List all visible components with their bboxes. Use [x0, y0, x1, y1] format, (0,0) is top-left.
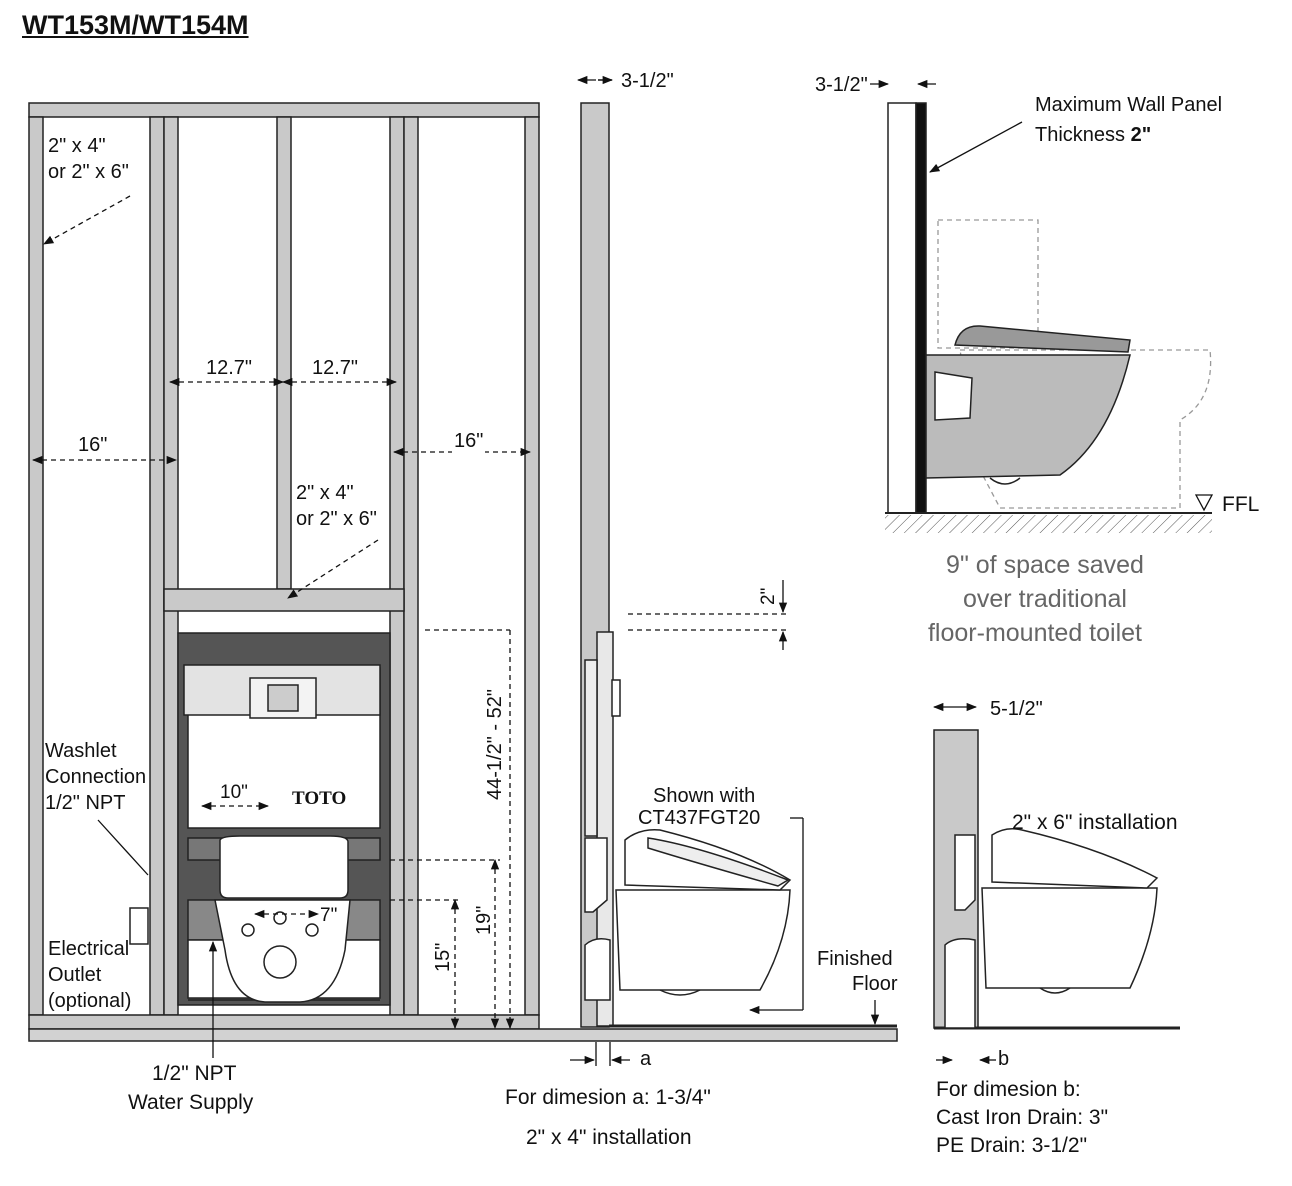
note-dimension-a: For dimesion a: 1-3/4" — [505, 1086, 711, 1109]
dim-a-label: a — [640, 1048, 652, 1070]
note-b-line-1: For dimesion b: — [936, 1078, 1081, 1101]
side-toilet — [615, 828, 792, 996]
outlet-label-2: Outlet — [48, 964, 102, 986]
outlet-label-3: (optional) — [48, 990, 132, 1012]
dim-10: 10" — [220, 782, 248, 803]
dim-12-7-left: 12.7" — [204, 357, 255, 380]
max-panel-label-2: Thickness 2" — [1035, 124, 1151, 147]
finished-floor-label-1: Finished — [817, 948, 893, 970]
dim-19: 19" — [473, 905, 495, 935]
six-toilet — [944, 828, 1159, 1029]
stud-size-alt-label: or 2" x 6" — [48, 161, 129, 183]
wall-frame — [28, 102, 898, 1042]
washlet-label-3: 1/2" NPT — [45, 792, 126, 814]
install-2x4-label: 2" x 4" installation — [526, 1126, 692, 1149]
compare-wall — [885, 102, 1212, 533]
wall-hung-toilet — [925, 325, 1131, 485]
dim-16-left: 16" — [76, 434, 110, 457]
max-panel-label-1: Maximum Wall Panel — [1035, 94, 1223, 116]
dim-7: 7" — [320, 905, 338, 927]
install-2x6-label: 2" x 6" installation — [1012, 811, 1178, 834]
space-saved-line-2: over traditional — [963, 585, 1127, 613]
brand-logo: TOTO — [292, 788, 347, 809]
header-size-label: 2" x 4" — [296, 482, 354, 504]
top-plate — [28, 102, 540, 118]
dim-b-label: b — [998, 1048, 1010, 1070]
side-dim-3-5: 3-1/2" — [621, 70, 674, 92]
space-saved-line-1: 9" of space saved — [946, 551, 1144, 579]
outlet-label-1: Electrical — [48, 938, 130, 960]
stud-2 — [149, 116, 165, 1016]
stud-7 — [524, 116, 540, 1016]
bottom-plate — [28, 1014, 540, 1030]
space-saved-line-3: floor-mounted toilet — [927, 619, 1142, 647]
stud-size-label: 2" x 4" — [48, 135, 106, 157]
dim-16-right: 16" — [452, 430, 486, 453]
supply-label-2: Water Supply — [128, 1091, 254, 1114]
stud-6 — [403, 116, 419, 1016]
header-beam — [163, 588, 405, 612]
page-title: WT153M/WT154M — [22, 10, 249, 40]
note-b-line-3: PE Drain: 3-1/2" — [936, 1134, 1088, 1157]
stud-3 — [163, 116, 179, 1016]
washlet-label-1: Washlet — [45, 740, 117, 762]
stud-4 — [276, 116, 292, 590]
shown-with-label: Shown with — [653, 785, 756, 807]
header-size-alt-label: or 2" x 6" — [296, 508, 377, 530]
finished-floor-label-2: Floor — [852, 973, 898, 995]
dim-15: 15" — [432, 942, 454, 972]
max-panel-thickness-label: Thickness — [1035, 124, 1126, 146]
six-dim-5-5: 5-1/2" — [990, 698, 1043, 720]
dim-44-52: 44-1/2" - 52" — [484, 689, 506, 800]
washlet-label-2: Connection — [45, 766, 147, 788]
note-b-line-2: Cast Iron Drain: 3" — [936, 1106, 1109, 1129]
dim-12-7-right: 12.7" — [310, 357, 361, 380]
max-panel-value: 2" — [1130, 124, 1152, 146]
compare-dim-3-5: 3-1/2" — [815, 74, 868, 96]
traditional-toilet-ghost — [937, 219, 1212, 509]
side-carrier — [584, 659, 621, 1001]
supply-label-1: 1/2" NPT — [152, 1062, 237, 1085]
floor-slab — [28, 1028, 898, 1042]
ffl-label: FFL — [1222, 493, 1260, 516]
shown-with-model: CT437FGT20 — [638, 807, 761, 829]
toilet-front — [129, 835, 351, 1003]
stud-5 — [389, 116, 405, 1016]
side-dim-2: 2" — [758, 587, 779, 605]
stud-1 — [28, 116, 44, 1016]
